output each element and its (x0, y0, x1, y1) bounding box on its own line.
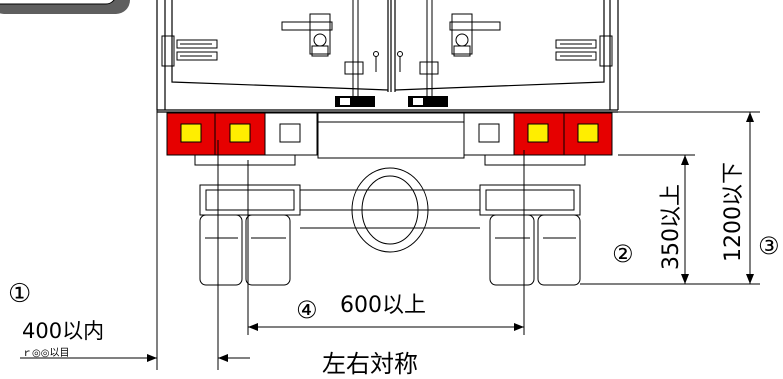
truck-body (156, 0, 619, 113)
height-min-label: 350以上 (659, 184, 684, 270)
left-door-handle (281, 13, 333, 57)
width-max-label: 400以内 (22, 319, 104, 343)
circle-2-label: ② (612, 240, 634, 268)
height-max-label: 1200以下 (721, 162, 746, 262)
dimension-lines (20, 110, 760, 370)
dimension-arrows (147, 112, 754, 362)
right-wheels (489, 214, 581, 286)
circle-4-label: ④ (296, 296, 318, 324)
width-min-label: 600以上 (340, 293, 426, 318)
left-lamp-cluster (166, 112, 318, 156)
lock-rods (344, 0, 439, 98)
left-hinge (161, 35, 218, 67)
right-door-handle (449, 13, 501, 57)
symmetry-label: 左右対称 (322, 350, 418, 378)
corner-tab (0, 0, 130, 14)
left-wheels (199, 214, 291, 286)
door-latches (335, 96, 448, 107)
circle-3-label: ③ (758, 232, 780, 260)
right-lamp-cluster (463, 112, 613, 156)
chassis (194, 112, 586, 253)
right-hinge (555, 35, 613, 67)
circle-1-label: ① (8, 279, 31, 309)
ghost-text: ｒ◎◎以目 (22, 348, 69, 359)
